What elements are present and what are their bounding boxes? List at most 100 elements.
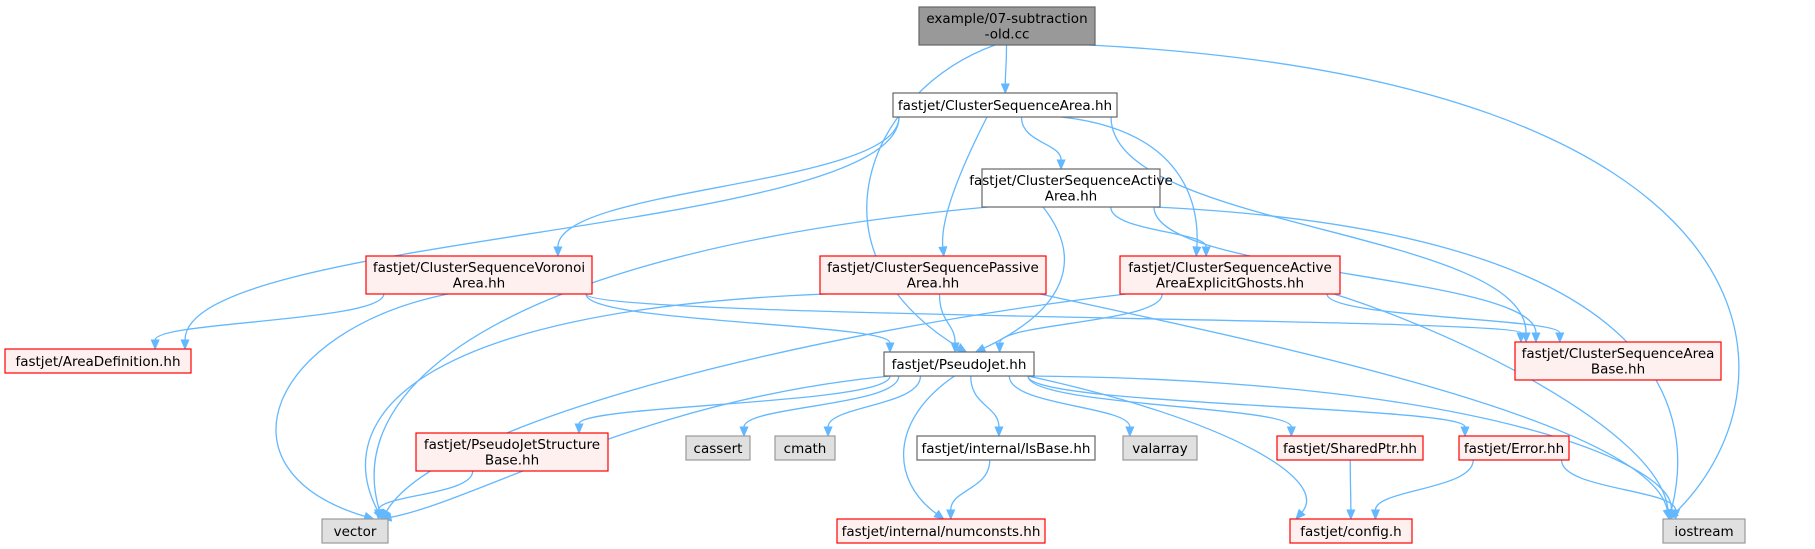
node-label-line: fastjet/AreaDefinition.hh <box>15 354 180 370</box>
edge-arrowhead <box>1370 509 1381 521</box>
edge-arrowhead <box>1000 83 1010 95</box>
edge-arrowhead <box>1555 332 1565 344</box>
edge-line <box>1153 206 1679 511</box>
edge-arrowhead <box>1670 509 1681 521</box>
edge-line <box>970 375 1000 428</box>
node-label-line: fastjet/ClusterSequenceActive <box>969 173 1173 189</box>
node-vector: vector <box>321 518 389 544</box>
node-valarray: valarray <box>1122 435 1198 461</box>
edge-sharedptr-to-config <box>1346 459 1356 521</box>
edge-csa-to-csaaeg <box>1061 116 1202 258</box>
node-box <box>415 432 609 472</box>
node-label-line: valarray <box>1132 441 1187 457</box>
edge-arrowhead <box>1201 246 1211 258</box>
node-numconsts[interactable]: fastjet/internal/numconsts.hh <box>836 518 1046 544</box>
node-label-line: -old.cc <box>985 27 1030 43</box>
node-isbase[interactable]: fastjet/internal/IsBase.hh <box>916 435 1096 461</box>
node-label-line: fastjet/ClusterSequenceVoronoi <box>373 260 585 276</box>
node-box <box>1289 518 1413 544</box>
node-label-line: fastjet/ClusterSequencePassive <box>827 260 1039 276</box>
edge-csa-to-csva <box>553 116 900 258</box>
edge-line <box>373 206 989 511</box>
node-pseudojet[interactable]: fastjet/PseudoJet.hh <box>883 351 1035 377</box>
edge-arrowhead <box>955 343 968 353</box>
node-box <box>836 518 1046 544</box>
edge-line <box>827 375 922 428</box>
edge-line <box>1374 459 1474 511</box>
node-areadef[interactable]: fastjet/AreaDefinition.hh <box>4 348 192 374</box>
node-box <box>918 6 1096 46</box>
edge-line <box>1110 116 1527 334</box>
edge-arrowhead <box>1286 426 1296 438</box>
edge-csaa-to-csab <box>1153 206 1541 344</box>
edges-layer <box>150 44 1740 522</box>
node-box <box>1276 435 1424 461</box>
edge-line <box>578 375 891 425</box>
edge-error-to-config <box>1370 459 1474 521</box>
node-box <box>1662 518 1746 544</box>
edge-line <box>1333 293 1669 511</box>
edge-line <box>950 459 991 511</box>
edge-error-to-iostream <box>1560 459 1681 521</box>
node-label-line: fastjet/ClusterSequenceArea <box>1522 346 1715 362</box>
edge-line <box>941 116 988 248</box>
node-root[interactable]: example/07-subtraction-old.cc <box>918 6 1096 46</box>
node-box <box>365 255 593 295</box>
edge-cspa-to-pseudojet <box>938 293 960 354</box>
node-sharedptr[interactable]: fastjet/SharedPtr.hh <box>1276 435 1424 461</box>
edge-line <box>1004 44 1008 85</box>
node-box <box>321 518 389 544</box>
edge-arrowhead <box>1531 332 1541 344</box>
edge-arrowhead <box>1460 426 1470 438</box>
edge-line <box>1560 459 1677 511</box>
node-label-line: fastjet/SharedPtr.hh <box>1283 441 1417 457</box>
edge-line <box>1349 459 1352 511</box>
node-label-line: Area.hh <box>1045 189 1097 205</box>
edge-arrowhead <box>1346 509 1356 521</box>
edge-csaaeg-to-vector <box>381 293 1127 521</box>
edge-line <box>1027 375 1466 428</box>
node-label-line: Base.hh <box>1591 362 1645 378</box>
edge-arrowhead <box>974 343 987 353</box>
node-label-line: fastjet/ClusterSequenceArea.hh <box>898 98 1112 114</box>
edge-csaaeg-to-csab <box>1326 293 1565 344</box>
edge-csva-to-pseudojet <box>585 293 895 354</box>
edge-arrowhead <box>1056 159 1066 171</box>
edge-root-to-csa <box>1000 44 1010 95</box>
edge-line <box>385 293 1127 512</box>
edge-line <box>1110 206 1207 248</box>
node-cmath: cmath <box>774 435 836 461</box>
node-csaaeg[interactable]: fastjet/ClusterSequenceActiveAreaExplici… <box>1119 255 1341 295</box>
node-box <box>4 348 192 374</box>
edge-arrowhead <box>1192 246 1202 258</box>
edge-line <box>364 293 827 512</box>
node-label-line: cmath <box>784 441 827 457</box>
edge-line <box>1326 293 1561 334</box>
node-csa[interactable]: fastjet/ClusterSequenceArea.hh <box>892 92 1118 118</box>
edge-pjsb-to-vector <box>373 470 474 521</box>
node-box <box>916 435 1096 461</box>
edge-arrowhead <box>574 423 584 435</box>
node-cassert: cassert <box>685 435 751 461</box>
edge-pseudojet-to-sharedptr <box>1027 375 1296 438</box>
node-label-line: fastjet/PseudoJet.hh <box>892 357 1027 373</box>
edge-isbase-to-numconsts <box>946 459 991 521</box>
edge-arrowhead <box>994 426 1004 438</box>
edge-csva-to-areadef <box>150 293 385 351</box>
node-label-line: example/07-subtraction <box>926 11 1087 27</box>
edge-arrowhead <box>950 342 960 354</box>
node-label-line: fastjet/Error.hh <box>1464 441 1564 457</box>
node-box <box>1514 341 1722 381</box>
node-config[interactable]: fastjet/config.h <box>1289 518 1413 544</box>
edge-pseudojet-to-cmath <box>823 375 922 438</box>
node-error[interactable]: fastjet/Error.hh <box>1458 435 1570 461</box>
edge-line <box>1020 116 1062 161</box>
edge-line <box>1039 293 1668 511</box>
node-box <box>981 168 1161 208</box>
